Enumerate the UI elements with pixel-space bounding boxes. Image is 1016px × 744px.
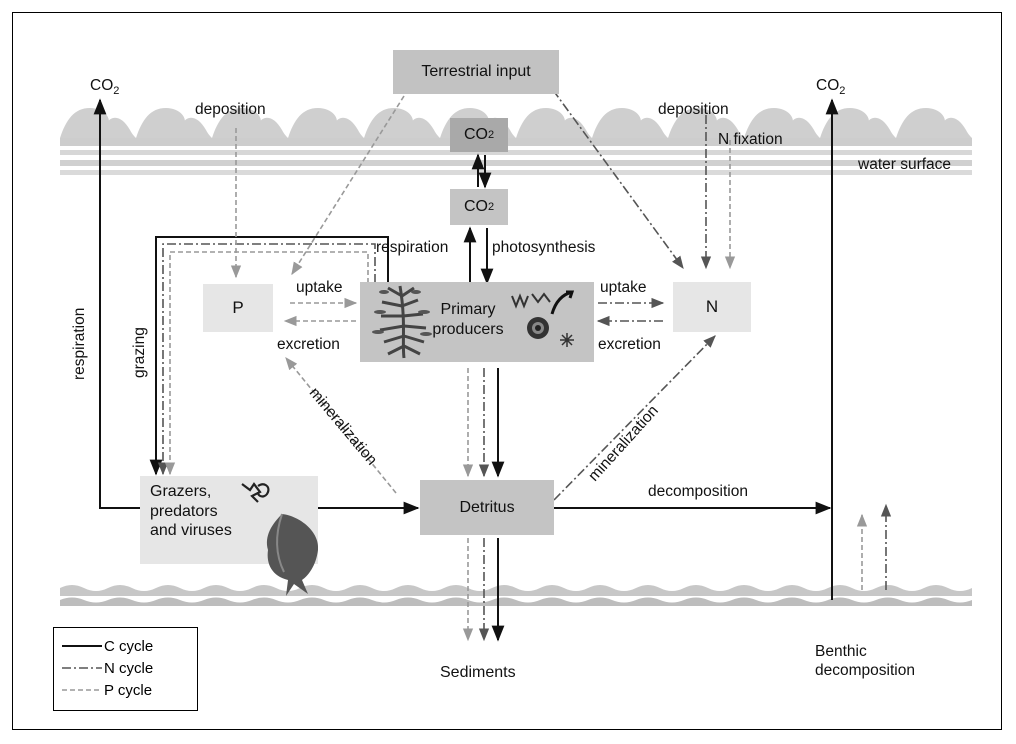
n-fixation-label: N fixation xyxy=(718,131,783,148)
co2-air-left-label: CO2 xyxy=(90,77,120,98)
legend-item-p-cycle: P cycle xyxy=(54,680,197,700)
grazers-box: Grazers, predators and viruses xyxy=(140,476,319,596)
legend-label: C cycle xyxy=(104,638,154,655)
p-box: P xyxy=(203,284,273,332)
figure-frame xyxy=(12,12,1002,730)
phytoplankton-icon xyxy=(511,290,575,347)
n-cycle-arrows xyxy=(157,89,892,642)
legend-swatch xyxy=(62,689,102,691)
deposition-left-label: deposition xyxy=(195,101,266,118)
legend: C cycle N cycle P cycle xyxy=(53,627,198,711)
primary-producers-label: Primary producers xyxy=(432,301,504,338)
sediments-label: Sediments xyxy=(440,664,516,681)
legend-swatch xyxy=(62,667,102,669)
sediment-band xyxy=(60,585,972,606)
uptake-p-label: uptake xyxy=(296,279,343,296)
decomposition-label: decomposition xyxy=(648,483,748,500)
photosynthesis-label: photosynthesis xyxy=(492,239,596,256)
c-cycle-arrows xyxy=(93,98,839,642)
benthic-decomposition-label: Benthic decomposition xyxy=(815,643,915,680)
primary-producers-box: Primary producers xyxy=(360,282,594,362)
respiration-top-label: respiration xyxy=(376,239,449,256)
co2-air-right-label: CO2 xyxy=(816,77,846,98)
legend-label: N cycle xyxy=(104,660,154,677)
legend-label: P cycle xyxy=(104,682,153,699)
n-box: N xyxy=(673,282,751,332)
detritus-box: Detritus xyxy=(420,480,554,535)
excretion-p-label: excretion xyxy=(277,336,340,353)
deposition-right-label: deposition xyxy=(658,101,729,118)
surface-waves xyxy=(60,100,972,175)
fish-icon xyxy=(241,482,319,596)
legend-swatch xyxy=(62,645,102,647)
grazing-label: grazing xyxy=(131,327,148,378)
legend-item-n-cycle: N cycle xyxy=(54,658,197,678)
excretion-n-label: excretion xyxy=(598,336,661,353)
legend-item-c-cycle: C cycle xyxy=(54,636,197,656)
terrestrial-input-box: Terrestrial input xyxy=(393,50,559,94)
respiration-side-label: respiration xyxy=(71,307,88,380)
grazers-label: Grazers, predators and viruses xyxy=(150,483,232,540)
waterweed-icon xyxy=(372,285,432,359)
water-surface-label: water surface xyxy=(858,156,952,173)
uptake-n-label: uptake xyxy=(600,279,647,296)
p-cycle-arrows xyxy=(164,95,868,642)
